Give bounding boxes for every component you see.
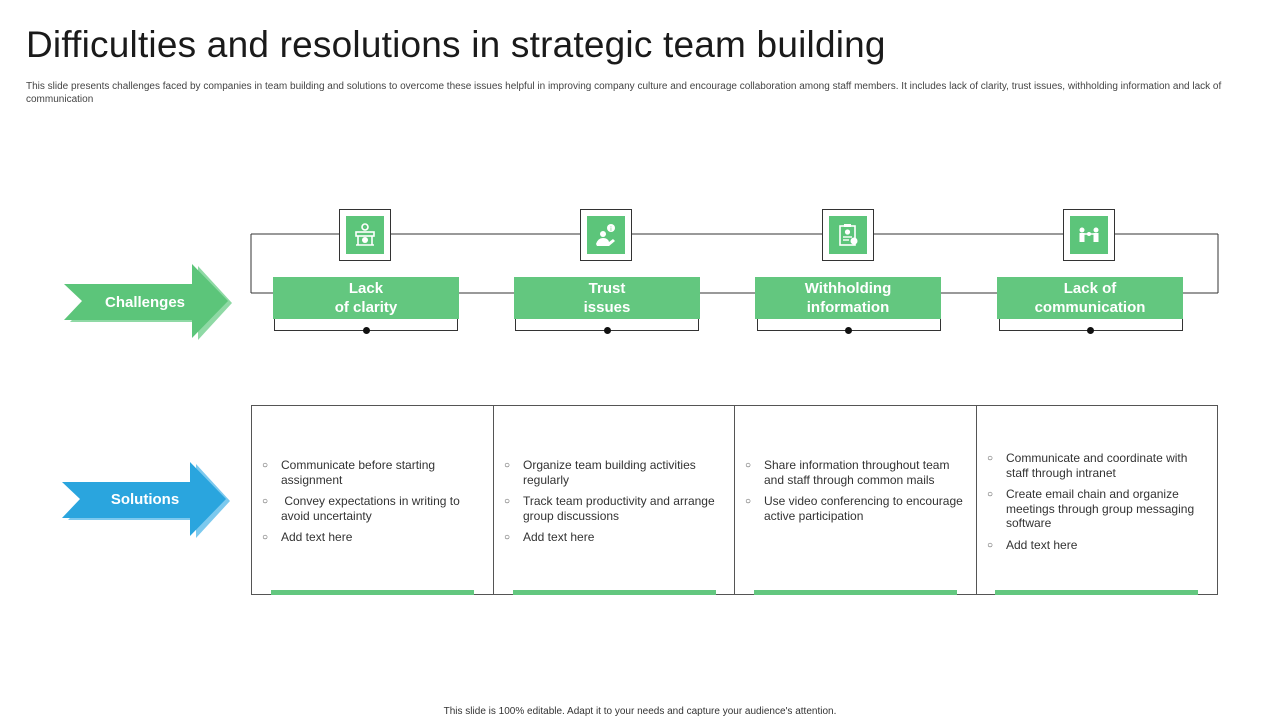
list-item: ○ Add text here [504, 530, 727, 545]
solution-text: Create email chain and organize meetings… [1006, 487, 1195, 530]
solution-text: Add text here [1006, 537, 1078, 552]
challenge-label-lack-of-clarity: Lack of clarity [273, 277, 459, 319]
challenge-icon-box [1063, 209, 1115, 261]
store-people-icon [346, 216, 384, 254]
solution-text: Share information throughout team and st… [764, 458, 950, 487]
solution-list: ○ Share information throughout team and s… [745, 458, 968, 530]
bullet-icon: ○ [987, 539, 994, 551]
bullet-icon: ○ [504, 532, 511, 543]
solutions-label: Solutions [110, 491, 180, 508]
challenges-label: Challenges [104, 294, 186, 311]
page-subtitle: This slide presents challenges faced by … [26, 81, 1222, 105]
solution-text: Communicate before starting assignment [281, 458, 436, 487]
solution-accent-bar [513, 590, 716, 595]
solution-accent-bar [754, 590, 957, 595]
challenges-arrow [64, 264, 232, 340]
bracket-dot [363, 327, 370, 334]
solutions-table: ○Communicate before starting assignment … [251, 405, 1218, 595]
challenge-line-1: Trust [588, 280, 626, 297]
bullet-icon: ○ [987, 489, 994, 500]
challenge-line-1: Lack of [1063, 280, 1117, 297]
solution-column: ○Communicate before starting assignment … [252, 406, 494, 595]
list-item: ○ Convey expectations in writing to avoi… [262, 494, 486, 523]
bullet-icon: ○ [987, 453, 994, 464]
bullet-icon: ○ [262, 460, 269, 471]
bullet-icon: ○ [745, 496, 752, 507]
solution-text: Convey expectations in writing to avoid … [281, 494, 464, 523]
solution-column: ○ Communicate and coordinate with staff t… [976, 406, 1217, 595]
challenge-label-lack-of-communication: Lack of communication [997, 277, 1183, 319]
list-item: ○ Add text here [262, 530, 486, 545]
page-title: Difficulties and resolutions in strategi… [26, 24, 886, 65]
challenge-icon-box [339, 209, 391, 261]
challenge-label-trust-issues: Trust issues [514, 277, 700, 319]
list-item: ○ Communicate before starting assignment [262, 458, 486, 487]
solution-text: Organize team building activities regula… [523, 458, 696, 487]
challenge-line-1: Withholding [804, 280, 892, 297]
list-item: ○ Communicate and coordinate with staff t… [987, 451, 1209, 480]
list-item: ○ Use video conferencing to encourage act… [745, 494, 968, 523]
list-item: ○ Create email chain and organize meeting… [987, 487, 1209, 531]
challenge-line-2: communication [1034, 299, 1146, 316]
footer-note: This slide is 100% editable. Adapt it to… [443, 706, 837, 717]
bracket-dot [604, 327, 611, 334]
solution-column: ○ Share information throughout team and s… [734, 406, 976, 595]
list-item: ○ Track team productivity and arrange gro… [504, 494, 727, 523]
solution-column: ○ Organize team building activities regul… [493, 406, 735, 595]
challenge-icon-box: i [580, 209, 632, 261]
list-item: ○ Share information throughout team and s… [745, 458, 968, 487]
challenge-label-withholding-information: Withholding information [755, 277, 941, 319]
challenge-icon-box [822, 209, 874, 261]
solution-text: Communicate and coordinate with staff th… [1006, 451, 1188, 480]
bracket-dot [845, 327, 852, 334]
challenge-line-2: information [806, 299, 890, 316]
challenge-line-2: of clarity [334, 299, 398, 316]
solution-text: Add text here [523, 530, 595, 544]
bullet-icon: ○ [504, 496, 511, 507]
bullet-icon: ○ [262, 532, 269, 543]
list-item: ○ Organize team building activities regul… [504, 458, 727, 487]
bullet-icon: ○ [262, 496, 269, 507]
solution-accent-bar [995, 590, 1198, 595]
solutions-arrow [62, 462, 230, 538]
challenge-line-1: Lack [348, 280, 384, 297]
solution-text: Add text here [281, 530, 353, 544]
solution-list: ○ Organize team building activities regul… [504, 458, 727, 552]
solution-list: ○Communicate before starting assignment … [262, 458, 486, 552]
bullet-icon: ○ [504, 460, 511, 471]
solution-list: ○ Communicate and coordinate with staff t… [987, 451, 1209, 559]
solution-text: Use video conferencing to encourage acti… [764, 494, 963, 523]
challenge-line-2: issues [583, 299, 631, 316]
list-item: ○ Add text here [987, 538, 1209, 553]
bullet-icon: ○ [745, 460, 752, 471]
people-connection-icon [1070, 216, 1108, 254]
handshake-icon: i [587, 216, 625, 254]
svg-text:i: i [610, 226, 612, 233]
document-info-icon [829, 216, 867, 254]
bracket-dot [1087, 327, 1094, 334]
solution-accent-bar [271, 590, 474, 595]
solution-text: Track team productivity and arrange grou… [523, 494, 715, 523]
